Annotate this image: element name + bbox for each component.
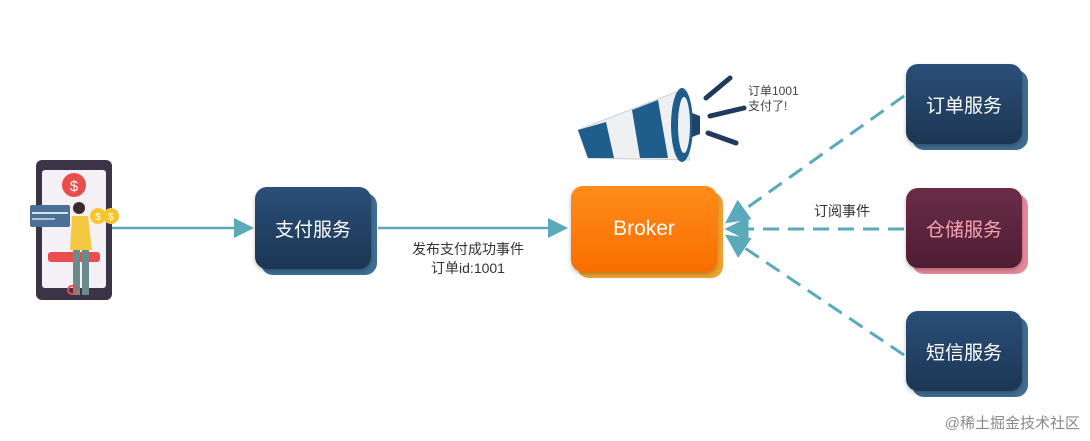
- storage-service-label: 仓储服务: [906, 188, 1022, 268]
- arrow-sms-subscribe: [725, 234, 905, 357]
- announcement-line1: 订单1001: [748, 84, 799, 98]
- phone-payment-icon: $ $ $: [30, 160, 119, 300]
- payment-service-node: 支付服务: [255, 187, 377, 275]
- megaphone-icon: [577, 75, 747, 162]
- publish-event-line1: 发布支付成功事件: [412, 241, 524, 257]
- broker-node: Broker: [571, 186, 723, 278]
- storage-service-node: 仓储服务: [906, 188, 1028, 274]
- order-service-node: 订单服务: [906, 64, 1028, 150]
- svg-text:$: $: [70, 178, 79, 195]
- sms-service-label: 短信服务: [906, 311, 1022, 391]
- subscribe-event-label: 订阅事件: [814, 203, 870, 219]
- publish-event-line2: 订单id:1001: [431, 260, 505, 276]
- announcement-line2: 支付了!: [748, 99, 788, 113]
- payment-service-label: 支付服务: [255, 187, 371, 269]
- publish-event-label: 发布支付成功事件 订单id:1001: [388, 240, 548, 278]
- watermark: @稀土掘金技术社区: [944, 415, 1080, 432]
- svg-text:$: $: [95, 212, 101, 223]
- arrow-order-subscribe: [725, 94, 905, 224]
- announcement-text: 订单1001 支付了!: [748, 84, 799, 114]
- order-service-label: 订单服务: [906, 64, 1022, 144]
- sms-service-node: 短信服务: [906, 311, 1028, 397]
- svg-text:$: $: [108, 212, 114, 223]
- broker-label: Broker: [571, 186, 717, 272]
